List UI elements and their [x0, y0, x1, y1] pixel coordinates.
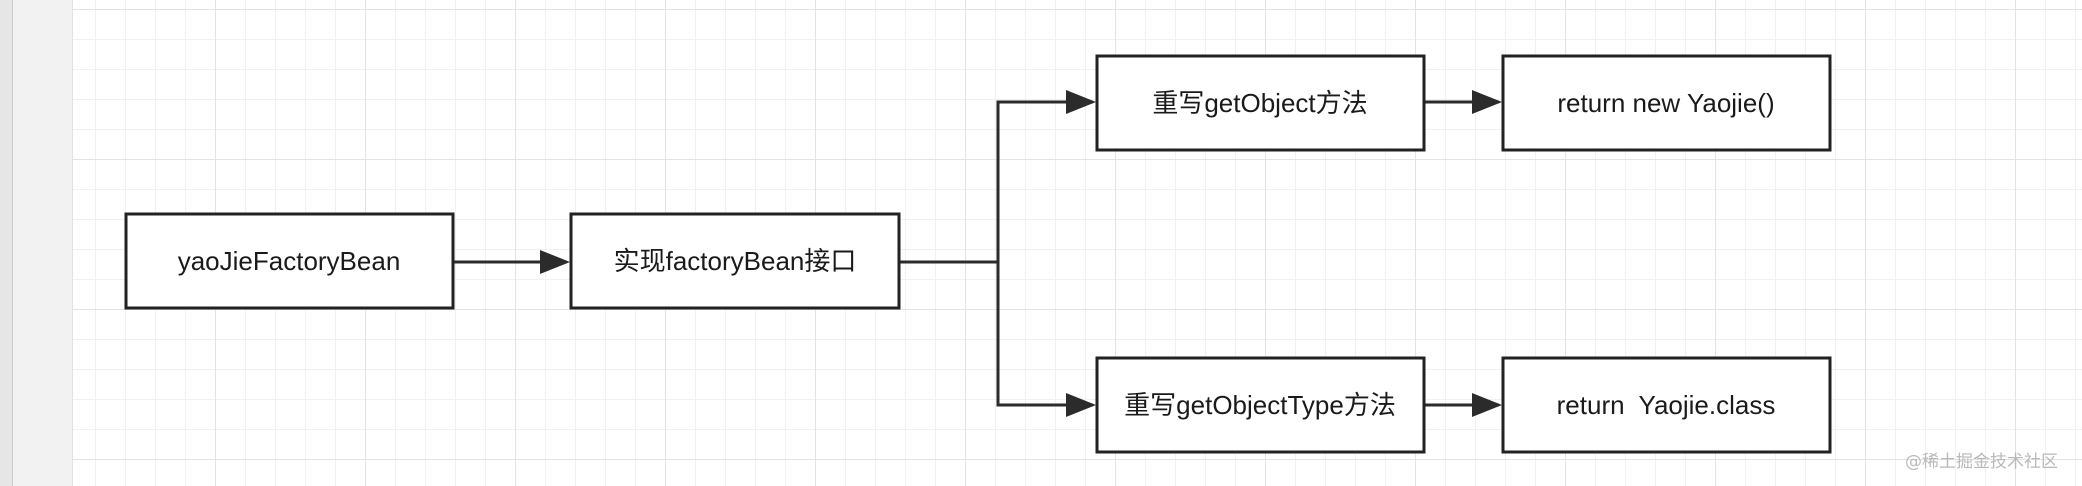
- node-label: 实现factoryBean接口: [614, 246, 857, 276]
- edges: [453, 90, 1502, 417]
- node-override-getobjecttype[interactable]: 重写getObjectType方法: [1095, 356, 1426, 454]
- node-implement-factorybean-interface[interactable]: 实现factoryBean接口: [569, 212, 901, 310]
- watermark: @稀土掘金技术社区: [1905, 452, 2058, 472]
- node-label: return new Yaojie(): [1557, 88, 1774, 118]
- flowchart: yaoJieFactoryBean 实现factoryBean接口 重写getO…: [124, 54, 1832, 454]
- diagram-canvas[interactable]: yaoJieFactoryBean 实现factoryBean接口 重写getO…: [73, 0, 2082, 486]
- node-label: return Yaojie.class: [1557, 390, 1776, 420]
- node-return-new-yaojie[interactable]: return new Yaojie(): [1501, 54, 1832, 152]
- vertical-scrollbar[interactable]: [0, 0, 13, 486]
- node-label: 重写getObjectType方法: [1124, 390, 1396, 420]
- edge-interface-to-getobjecttype: [996, 262, 1096, 417]
- node-return-yaojie-class[interactable]: return Yaojie.class: [1501, 356, 1832, 454]
- node-override-getobject[interactable]: 重写getObject方法: [1095, 54, 1426, 152]
- node-label: 重写getObject方法: [1152, 88, 1367, 118]
- left-gutter: [13, 0, 73, 486]
- node-label: yaoJieFactoryBean: [178, 246, 401, 276]
- node-yaojie-factorybean[interactable]: yaoJieFactoryBean: [124, 212, 455, 310]
- edge-interface-to-getobject: [899, 90, 1096, 264]
